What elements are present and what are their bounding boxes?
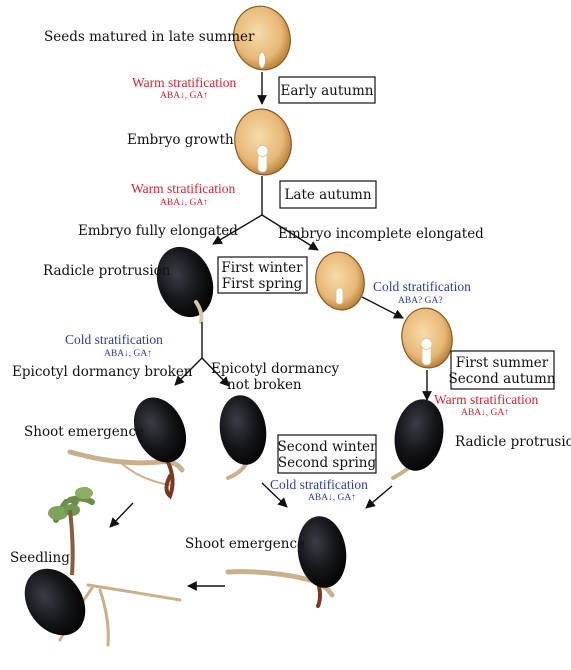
warm-strat-2-label: Warm stratification — [131, 181, 235, 196]
label-epicotyl-broken: Epicotyl dormancy broken — [12, 364, 193, 380]
box-second-spring: Second spring — [278, 455, 377, 471]
warm-strat-3-hormones: ABA↓, GA↑ — [461, 408, 509, 418]
box-first-winter: First winter — [221, 260, 303, 276]
seed-right-dark — [389, 395, 449, 478]
box-early-autumn-text: Early autumn — [281, 83, 374, 99]
label-embryo-incomplete: Embryo incomplete elongated — [278, 226, 484, 242]
label-seeds-matured: Seeds matured in late summer — [44, 29, 255, 45]
arrow-cold-right — [362, 297, 403, 318]
seedling-shoot-emergence-bottom — [228, 513, 351, 606]
warm-strat-1-label: Warm stratification — [132, 75, 236, 90]
warm-strat-1-hormones: ABA↓, GA↑ — [160, 91, 208, 101]
label-seedling: Seedling — [10, 550, 70, 566]
box-second-winter: Second winter — [278, 439, 378, 455]
label-radicle-right: Radicle protrusion — [455, 434, 571, 450]
seedling-shoot-emergence-left — [70, 389, 196, 496]
cold-strat-3-hormones: ABA↓, GA↑ — [308, 493, 356, 503]
seed-incomplete — [310, 248, 369, 315]
arrow-to-seedling — [110, 503, 133, 527]
warm-strat-2-hormones: ABA↓, GA↑ — [160, 198, 208, 208]
seed-right-second — [397, 304, 457, 372]
cold-strat-1-hormones: ABA↓, GA↑ — [104, 349, 152, 359]
warm-strat-3-label: Warm stratification — [434, 392, 538, 407]
label-embryo-growth: Embryo growth — [127, 132, 234, 148]
label-radicle-left: Radicle protrusion — [43, 263, 171, 279]
seedling — [12, 487, 180, 647]
box-second-autumn: Second autumn — [449, 371, 556, 387]
label-epicotyl-not-broken-2: not broken — [227, 377, 302, 393]
label-shoot-emergence-bottom: Shoot emergence — [185, 536, 305, 552]
label-epicotyl-not-broken-1: Epicotyl dormancy — [211, 361, 339, 377]
box-first-spring: First spring — [222, 276, 303, 292]
seed-radicle-left — [147, 239, 222, 325]
cold-strat-2-hormones: ABA? GA? — [398, 296, 443, 306]
arrow-cold3-right — [366, 486, 392, 508]
label-embryo-fully: Embryo fully elongated — [78, 223, 238, 239]
box-first-summer: First summer — [456, 355, 549, 371]
seed-embryo-growth — [229, 104, 297, 180]
box-late-autumn-text: Late autumn — [284, 187, 371, 203]
cold-strat-1-label: Cold stratification — [65, 332, 163, 347]
cold-strat-3-label: Cold stratification — [270, 477, 368, 492]
seed-middle-dark — [215, 392, 270, 478]
cold-strat-2-label: Cold stratification — [373, 279, 471, 294]
label-shoot-emergence-left: Shoot emergence — [24, 424, 144, 440]
